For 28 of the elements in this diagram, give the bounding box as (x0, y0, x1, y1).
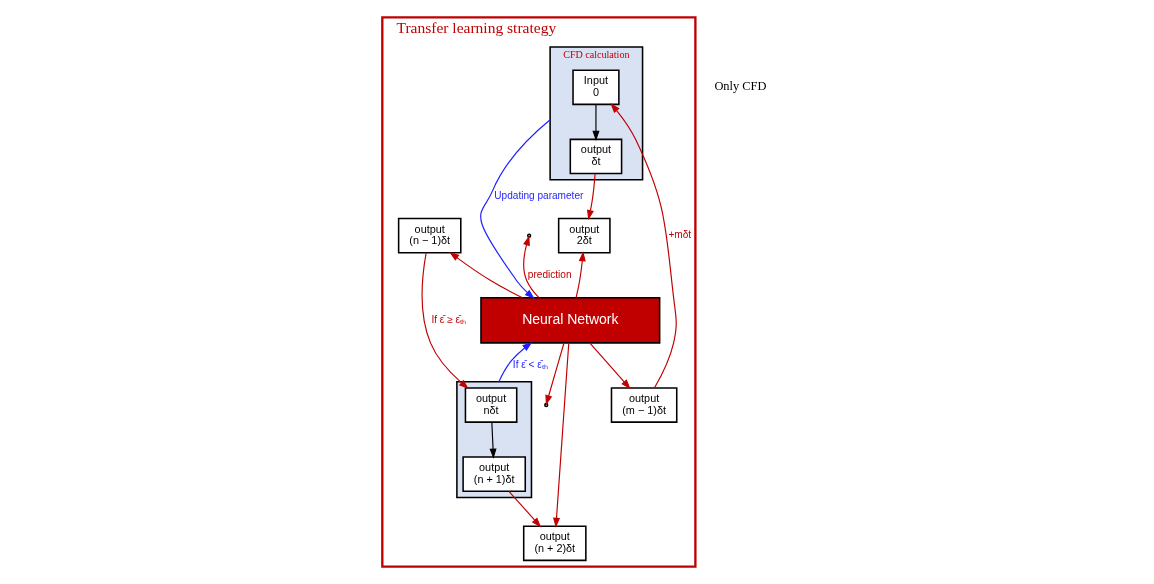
arrow (591, 103, 599, 141)
arrow (588, 342, 631, 390)
arrow (586, 173, 596, 221)
edge-label: prediction (527, 268, 572, 280)
node-box: output δt (569, 138, 622, 175)
edge-label: If ε̄ ≥ ε̄ₜₕ (430, 314, 466, 325)
node-box: Input 0 (571, 69, 620, 106)
edge-label: Updating parameter (493, 189, 583, 201)
edge-label: If ε̄ < ε̄ₜₕ (512, 359, 548, 371)
arrow (575, 251, 586, 299)
arrow (544, 342, 565, 406)
arrow (421, 252, 469, 389)
arrow (609, 103, 677, 389)
arrow (507, 490, 541, 528)
node-box: Neural Network (479, 297, 660, 344)
node-box: output nδt (464, 387, 517, 423)
node-box: output (n + 1)δt (461, 456, 526, 493)
arrow (552, 342, 569, 528)
edge-label: +mδt (668, 229, 691, 241)
node-box: output (m − 1)δt (610, 387, 677, 423)
arrow (479, 119, 551, 299)
arrow (489, 421, 497, 459)
label: Only CFD (713, 79, 766, 94)
arrow (497, 342, 532, 383)
node-box: output (n − 1)δt (397, 217, 462, 254)
node-box: output (n + 2)δt (522, 525, 587, 562)
arrow (448, 251, 523, 299)
node-box: output 2δt (557, 217, 611, 254)
